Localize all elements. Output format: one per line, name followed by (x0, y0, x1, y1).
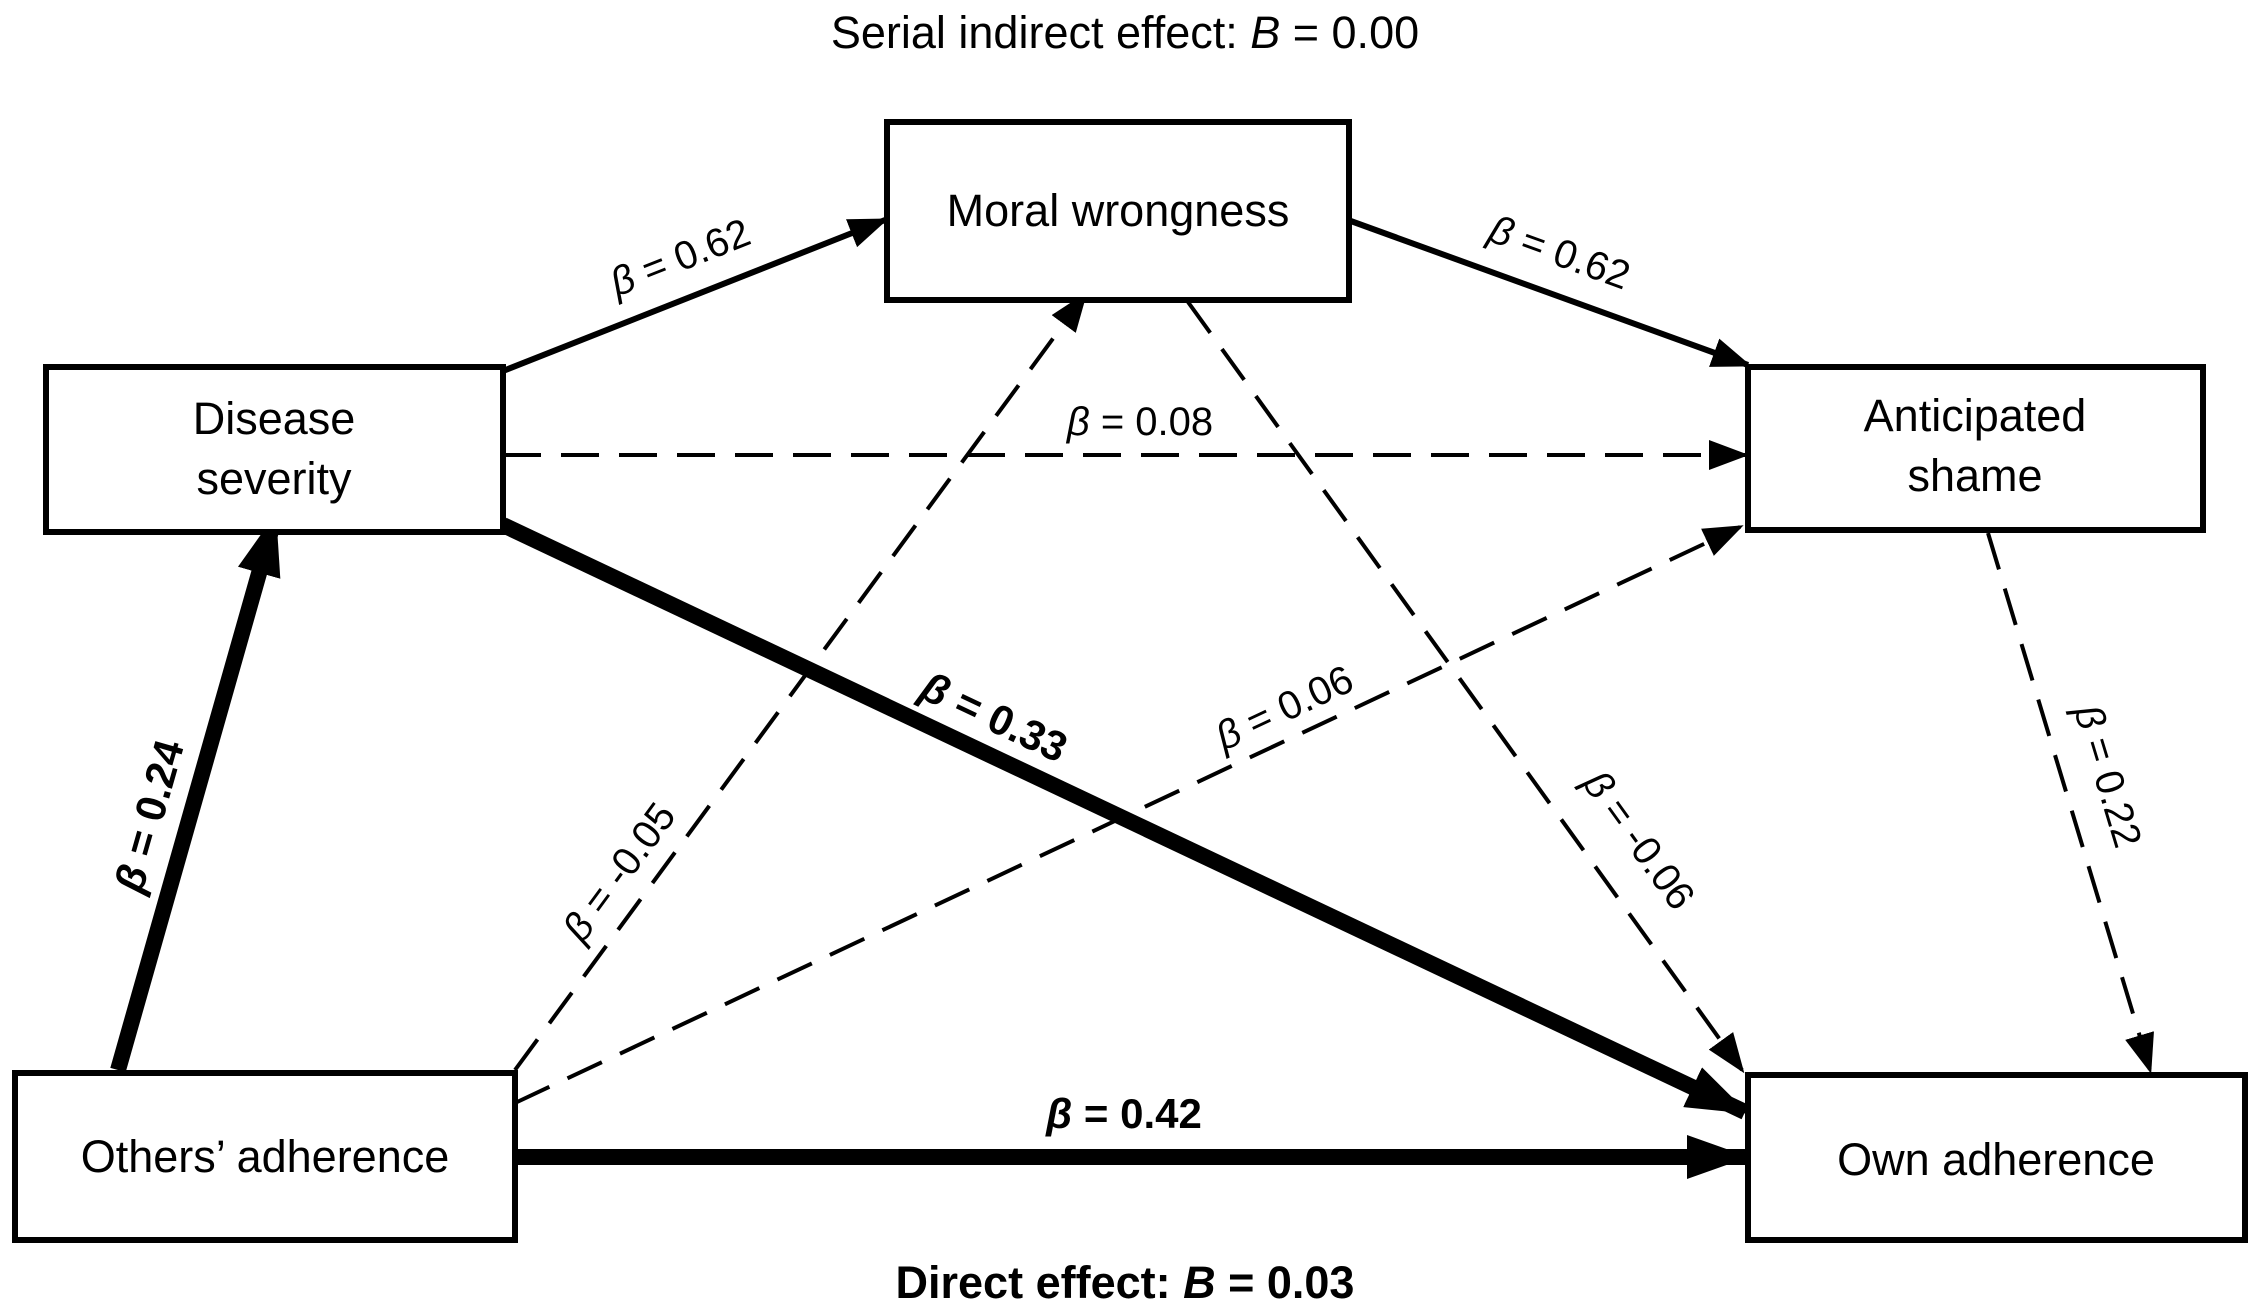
node-others-label: Others’ adherence (81, 1131, 450, 1182)
edge-moral-shame (1346, 217, 1752, 368)
edge-labels: β = 0.62 β = 0.62 β = 0.08 β = 0.24 β = … (105, 207, 2150, 1137)
edge-others-disease (110, 513, 283, 1073)
label-moral-own: β = -0.06 (1573, 762, 1703, 918)
edge-shame-own (1986, 532, 2154, 1074)
node-disease-label-2: severity (196, 453, 352, 504)
label-others-shame: β = 0.06 (1208, 657, 1360, 760)
direct-effect-caption: Direct effect: B = 0.03 (896, 1257, 1355, 1305)
node-shame-label: Anticipated (1864, 390, 2087, 441)
edge-others-shame (514, 525, 1744, 1105)
node-moral-label: Moral wrongness (947, 185, 1290, 236)
node-anticipated-shame: Anticipated shame (1745, 364, 2206, 533)
serial-indirect-effect-caption: Serial indirect effect: B = 0.00 (831, 7, 1419, 58)
label-others-own: β = 0.42 (1045, 1090, 1202, 1137)
label-disease-moral: β = 0.62 (603, 211, 756, 306)
label-disease-shame: β = 0.08 (1066, 400, 1213, 444)
node-disease-label: Disease (193, 393, 356, 444)
node-own-label: Own adherence (1837, 1134, 2155, 1185)
edge-moral-own (1186, 300, 1745, 1074)
edge-disease-moral (501, 217, 889, 374)
node-others-adherence: Others’ adherence (12, 1070, 518, 1243)
node-disease-severity: Disease severity (43, 364, 506, 535)
edges (110, 217, 2154, 1179)
node-moral-wrongness: Moral wrongness (884, 119, 1352, 303)
node-shame-label-2: shame (1907, 450, 2042, 501)
node-own-adherence: Own adherence (1745, 1072, 2248, 1243)
edge-others-moral (513, 291, 1088, 1072)
label-moral-shame: β = 0.62 (1482, 207, 1635, 299)
